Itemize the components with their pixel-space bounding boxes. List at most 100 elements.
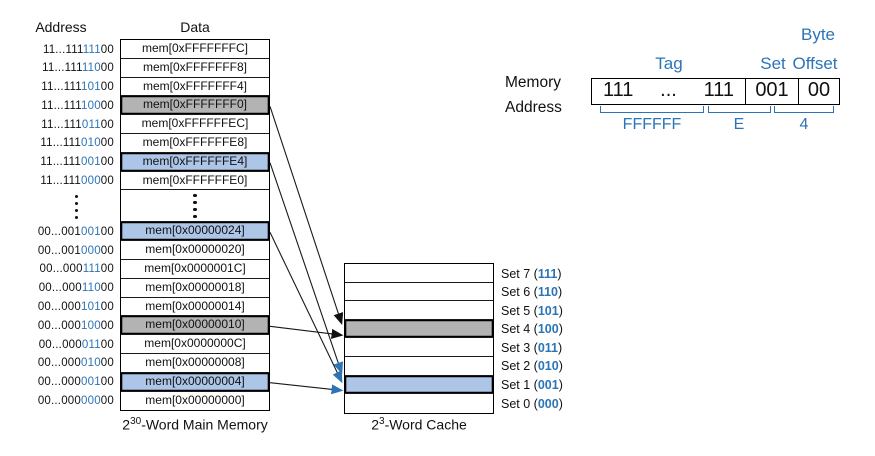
memory-address-binary: 00...00011100 — [8, 260, 114, 279]
cache-set-label-prefix: Set 7 ( — [501, 266, 538, 281]
memory-data-cell: mem[0xFFFFFFE0] — [121, 172, 269, 191]
tag-field-value: 111 ... 111 — [592, 79, 746, 104]
memory-address-binary: 11...11111000 — [8, 59, 114, 78]
address-tag-bits: 00...000 — [38, 282, 82, 295]
cache-set-bits: 100 — [537, 322, 559, 337]
address-set-bits: 010 — [81, 137, 101, 150]
cache-caption: 23-Word Cache — [344, 416, 494, 433]
address-offset-bits: 00 — [100, 357, 114, 370]
caption-base: 2 — [122, 416, 131, 433]
address-tag-bits: 11...111 — [42, 62, 82, 75]
cache-set-label: Set 7 (111) — [501, 265, 563, 284]
memory-data-cell: mem[0x00000000] — [145, 392, 245, 407]
ellipsis-dot — [193, 193, 197, 198]
memory-address-label-line1: Memory — [505, 74, 561, 91]
memory-data-cell: mem[0xFFFFFFFC] — [121, 40, 269, 59]
address-tag-bits: 00...000 — [38, 338, 82, 351]
memory-data-cell: mem[0xFFFFFFF4] — [121, 78, 269, 97]
address-offset-bits: 00 — [100, 156, 114, 169]
cache-set-label-suffix: ) — [558, 378, 563, 393]
address-set-bits: 001 — [81, 225, 101, 238]
address-tag-bits: 11...111 — [40, 156, 81, 169]
cache-table — [344, 263, 494, 414]
tag-bits-right: 111 — [703, 79, 734, 101]
address-tag-bits: 11...111 — [41, 99, 81, 112]
address-set-bits: 111 — [82, 43, 101, 56]
address-offset-bits: 00 — [100, 282, 114, 295]
set-field-value: 001 — [746, 79, 799, 104]
address-set-bits: 000 — [81, 395, 101, 408]
address-tag-bits: 00...000 — [37, 319, 81, 332]
cache-set-label-prefix: Set 1 ( — [501, 378, 538, 393]
caption-base: 2 — [371, 416, 379, 433]
memory-data-cell: mem[0x0000000C] — [121, 335, 269, 354]
main-memory-table: mem[0xFFFFFFFC]mem[0xFFFFFFF8]mem[0xFFFF… — [120, 39, 270, 412]
address-offset-bits: 00 — [100, 99, 114, 112]
cache-set-label-suffix: ) — [558, 340, 563, 355]
address-offset-bits: 00 — [100, 244, 114, 257]
memory-address-binary: 11...11110000 — [8, 97, 114, 116]
memory-address-binary: 11...11101100 — [8, 116, 114, 135]
tag-bits-left: 111 — [603, 79, 634, 101]
caption-tail: -Word Main Memory — [141, 416, 268, 433]
tag-field-label: Tag — [655, 54, 683, 73]
address-tag-bits: 11...111 — [40, 175, 81, 188]
memory-address-binary: 00...00010000 — [8, 317, 114, 336]
cache-set-row — [345, 394, 493, 413]
caption-exponent: 30 — [130, 416, 142, 427]
byte-field-label: Byte — [800, 25, 836, 44]
memory-address-binary: 11...11110100 — [8, 78, 114, 97]
cache-set-label-suffix: ) — [558, 285, 563, 300]
address-set-bits: 011 — [81, 338, 101, 351]
offset-field-label: Offset — [792, 54, 838, 73]
ellipsis-dot — [193, 207, 197, 212]
memory-to-cache-arrow — [269, 162, 344, 375]
address-set-bits: 101 — [81, 81, 101, 94]
memory-address-binary: 00...00011000 — [8, 279, 114, 298]
cache-set-label: Set 3 (011) — [501, 339, 563, 358]
cache-set-bits: 110 — [537, 285, 558, 300]
memory-address-binary: 00...00000100 — [8, 373, 114, 392]
ellipsis-dot — [74, 215, 78, 220]
vertical-ellipsis — [74, 194, 78, 220]
ellipsis-dot — [193, 200, 197, 205]
memory-address-label-line2: Address — [505, 99, 562, 116]
hex-group-bracket-mid — [708, 106, 771, 113]
address-column-header: Address — [35, 19, 87, 35]
cache-set-label-prefix: Set 4 ( — [501, 322, 538, 337]
address-offset-bits: 00 — [100, 43, 114, 56]
address-tag-bits: 00...000 — [39, 263, 83, 276]
address-tag-bits: 00...001 — [37, 225, 81, 238]
cache-set-label: Set 6 (110) — [501, 283, 563, 302]
address-tag-bits: 11...111 — [41, 81, 81, 94]
address-offset-bits: 00 — [100, 395, 114, 408]
memory-to-cache-arrow — [269, 106, 344, 325]
memory-data-cell: mem[0xFFFFFFE4] — [121, 152, 269, 172]
ellipsis-dot — [74, 208, 78, 213]
memory-address-binary: 11...11100100 — [8, 153, 114, 172]
address-set-bits: 001 — [81, 376, 101, 389]
address-offset-bits: 00 — [100, 175, 114, 188]
address-offset-bits: 00 — [100, 137, 114, 150]
hex-value-tag: FFFFFF — [622, 116, 682, 133]
address-tag-bits: 00...000 — [37, 301, 81, 314]
ellipsis-dot — [74, 201, 78, 206]
address-offset-bits: 00 — [100, 338, 114, 351]
cache-set-row — [345, 301, 493, 320]
ellipsis-dot — [74, 194, 78, 199]
memory-to-cache-arrow — [269, 382, 344, 395]
hex-group-bracket-low — [774, 106, 834, 113]
address-set-bits: 100 — [81, 99, 101, 112]
memory-address-binary: 00...00010100 — [8, 298, 114, 317]
memory-data-cell: mem[0xFFFFFFEC] — [121, 115, 269, 134]
address-set-bits: 100 — [81, 319, 101, 332]
memory-to-cache-arrow — [269, 232, 343, 384]
address-offset-bits: 00 — [100, 225, 114, 238]
main-memory-rows-top: mem[0xFFFFFFFC]mem[0xFFFFFFF8]mem[0xFFFF… — [121, 40, 269, 191]
cache-set-label-prefix: Set 5 ( — [501, 303, 538, 318]
hex-value-mid: E — [733, 116, 745, 133]
address-offset-bits: 00 — [100, 263, 114, 276]
address-set-bits: 110 — [81, 282, 101, 295]
